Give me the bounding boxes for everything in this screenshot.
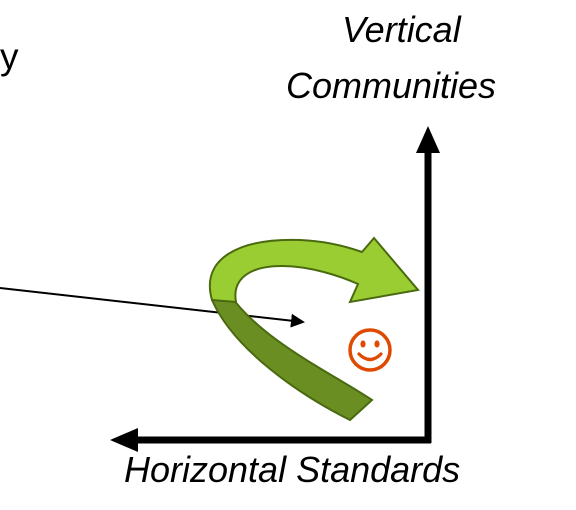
pointer-arrow (0, 287, 305, 328)
curved-arrow-icon (209, 236, 420, 422)
vertical-axis (416, 126, 440, 443)
horizontal-axis (110, 428, 431, 452)
horizontal-axis-label: Horizontal Standards (124, 449, 461, 490)
horizontal-axis-arrowhead-icon (110, 428, 138, 452)
smiley-face-icon (348, 328, 392, 372)
vertical-axis-arrowhead-icon (416, 126, 440, 153)
vertical-axis-label-line2: Communities (286, 65, 497, 106)
label-fragment: y (0, 36, 19, 77)
vertical-axis-label-line1: Vertical (342, 9, 461, 50)
